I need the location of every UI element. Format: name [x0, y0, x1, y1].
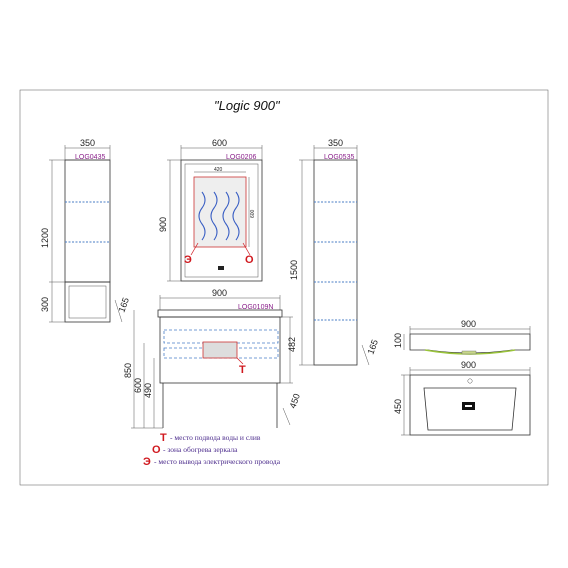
vanity-unit: 900 LOG0109N Т 850 600 490 482 450 [123, 288, 302, 429]
heat-wave [198, 191, 206, 241]
legend-text-o: - зона обогрева зеркала [163, 445, 238, 454]
sink-top-view: 900 450 [393, 360, 531, 436]
left-cabinet-depth: 165 [116, 296, 131, 314]
sink-bowl [423, 387, 517, 431]
sink-drain-slot [465, 405, 472, 407]
legend: Т - место подвода воды и слив О - зона о… [143, 432, 281, 468]
left-cabinet-code: LOG0435 [75, 154, 105, 161]
sink-side-width: 900 [461, 319, 476, 329]
right-cabinet-height: 1500 [289, 260, 299, 280]
heat-wave [232, 191, 240, 241]
legend-text-t: - место подвода воды и слив [170, 433, 261, 442]
mirror-code: LOG0206 [226, 154, 256, 161]
vanity-depth: 450 [287, 392, 302, 410]
left-cabinet-height-upper: 1200 [40, 228, 50, 248]
vanity-height-482: 482 [287, 337, 297, 352]
right-cabinet-width: 350 [328, 138, 343, 148]
sink-top-width: 900 [461, 360, 476, 370]
mirror-width: 600 [212, 138, 227, 148]
vanity-marker-t: Т [239, 364, 246, 376]
legend-symbol-t: Т [160, 432, 167, 444]
mirror-height: 900 [158, 217, 168, 232]
sink-drain-side [461, 350, 477, 355]
right-cabinet-body [313, 159, 358, 366]
mirror-marker-e: Э [184, 254, 192, 266]
legend-text-e: - место вывода электрического провода [154, 457, 281, 466]
legend-symbol-e: Э [143, 456, 151, 468]
left-cabinet-lower [64, 281, 111, 323]
right-cabinet-code: LOG0535 [324, 154, 354, 161]
vanity-countertop [157, 309, 283, 318]
mirror-frame [180, 159, 263, 282]
vanity-height-total: 850 [123, 363, 133, 378]
vanity-height-600: 600 [133, 378, 143, 393]
left-cabinet-width: 350 [80, 138, 95, 148]
drawing-frame [19, 89, 549, 486]
vanity-drawer [163, 329, 279, 344]
vanity-body [159, 316, 281, 384]
right-cabinet-depth: 165 [365, 338, 380, 356]
faucet-hole [467, 378, 473, 384]
left-cabinet-height-lower: 300 [40, 297, 50, 312]
drawing-title: "Logic 900" [214, 98, 281, 113]
vanity-code: LOG0109N [238, 304, 273, 311]
right-cabinet: 350 LOG0535 1500 165 [289, 138, 380, 366]
sink-side-height: 100 [393, 333, 403, 348]
heating-zone-height: 600 [250, 209, 256, 218]
plumbing-zone [202, 341, 238, 359]
legend-symbol-o: О [152, 444, 161, 456]
left-cabinet-upper [64, 159, 111, 283]
mirror-switch [218, 266, 224, 270]
heating-zone [193, 176, 247, 248]
vanity-width: 900 [212, 288, 227, 298]
heat-wave [210, 191, 218, 241]
heat-wave [222, 191, 230, 241]
mirror: 600 LOG0206 420 600 Э О 900 [158, 138, 263, 282]
heating-zone-width: 420 [214, 167, 223, 173]
mirror-marker-o: О [245, 254, 254, 266]
sink-outline [409, 374, 531, 436]
sink-top-depth: 450 [393, 399, 403, 414]
sink-side-view: 900 100 [393, 319, 531, 355]
vanity-height-490: 490 [143, 383, 153, 398]
left-cabinet: 350 LOG0435 1200 300 165 [40, 138, 131, 323]
